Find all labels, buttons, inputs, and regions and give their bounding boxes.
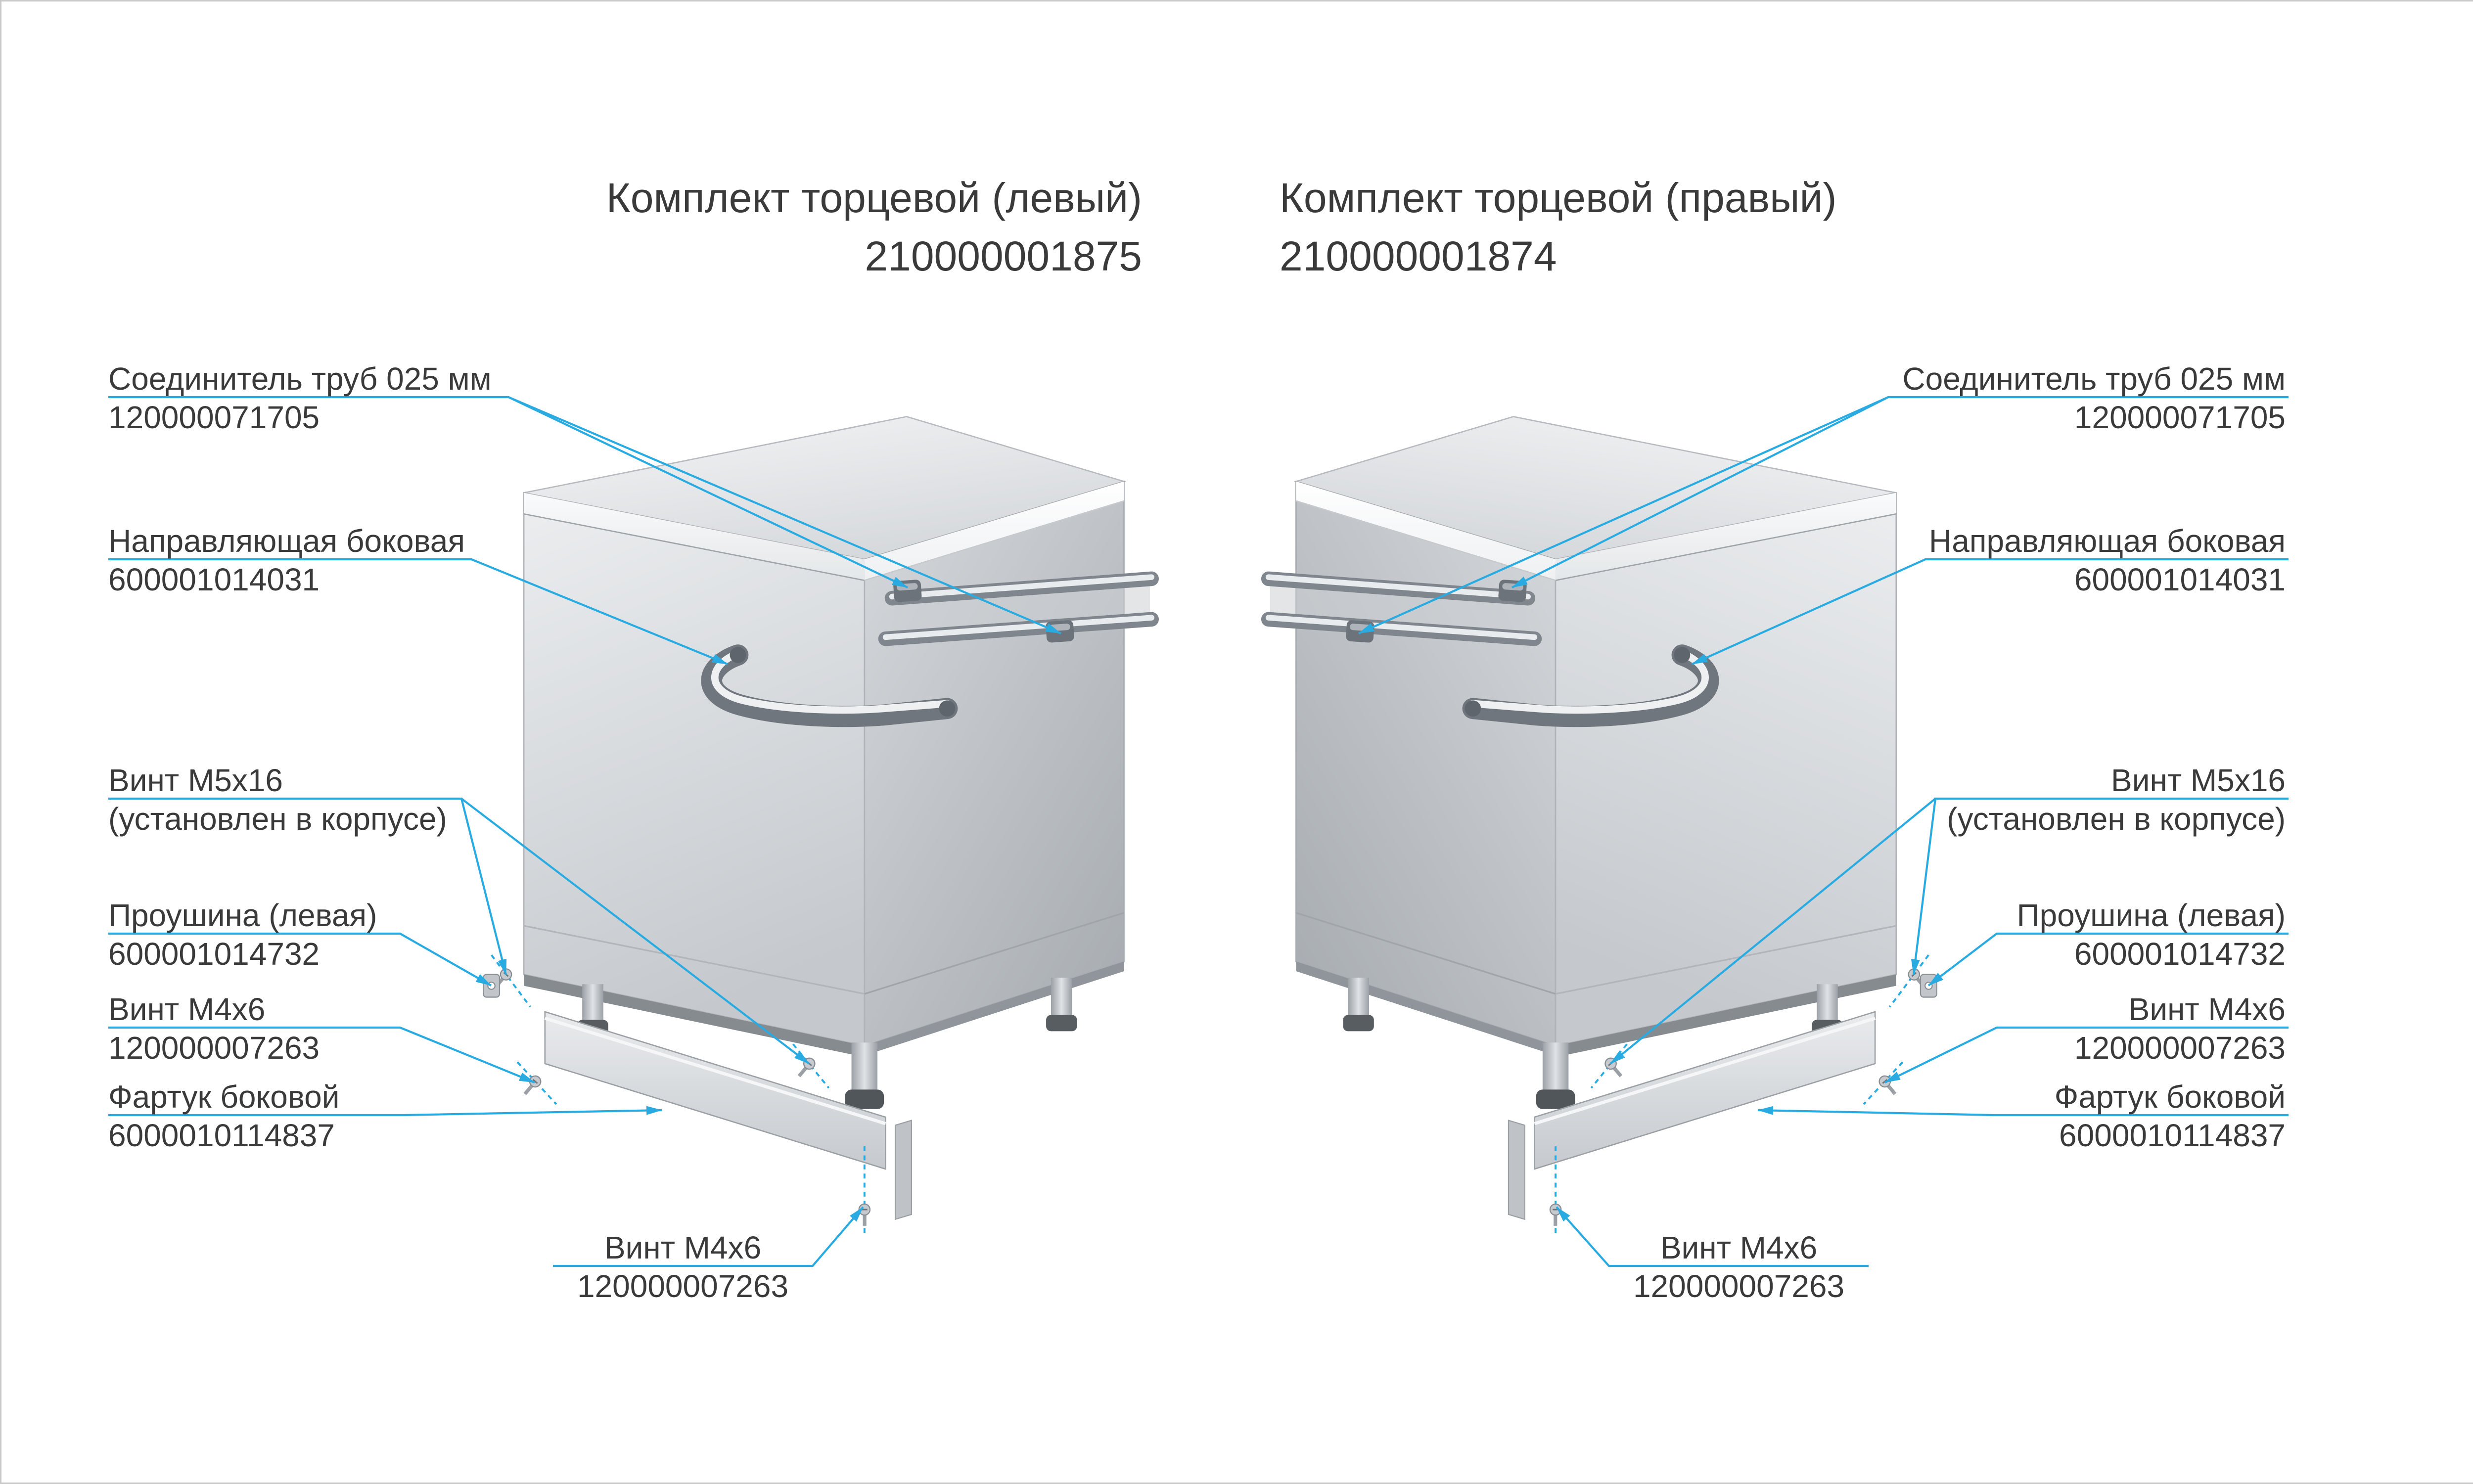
callout-part-number: 120000071705 [108, 400, 320, 435]
callout-screw-m5-left: Винт М5х16 (установлен в корпусе) [108, 763, 447, 836]
kit-title-block-right: Комплект торцевой (правый) 210000001874 [1280, 169, 1836, 285]
callout-part-number: 600001014732 [108, 936, 320, 972]
callout-part-number: 600001014732 [2074, 936, 2286, 972]
callout-part-number: 120000007263 [577, 1268, 789, 1304]
callout-label: Направляющая боковая [108, 523, 465, 559]
callout-leader-lines-right [1358, 396, 2289, 1267]
callout-side-apron-right: Фартук боковой 6000010114837 [2055, 1079, 2286, 1153]
callout-label: Винт М5х16 [108, 763, 283, 798]
callout-eyelet-right: Проушина (левая) 600001014732 [2017, 898, 2286, 971]
callout-screw-m4-left: Винт М4х6 120000007263 [108, 992, 320, 1065]
kit-title-left: Комплект торцевой (левый) [606, 175, 1142, 221]
kit-title-block-left: Комплект торцевой (левый) 210000001875 [606, 169, 1142, 285]
callout-part-number: 120000007263 [1633, 1268, 1845, 1304]
callout-label: Направляющая боковая [1929, 523, 2286, 559]
callout-part-number: 600001014031 [2074, 562, 2286, 597]
callout-note: (установлен в корпусе) [1947, 801, 2286, 837]
callout-note: (установлен в корпусе) [108, 801, 447, 837]
callout-pipe-connector-left: Соединитель труб 025 мм 120000071705 [108, 361, 492, 435]
callout-part-number: 6000010114837 [108, 1118, 335, 1153]
callout-label: Винт М4х6 [1660, 1230, 1818, 1265]
callout-part-number: 6000010114837 [2059, 1118, 2286, 1153]
callout-leader-lines-left [108, 396, 1061, 1267]
callout-screw-m4-bottom-right: Винт М4х6 120000007263 [1609, 1230, 1869, 1304]
callout-part-number: 600001014031 [108, 562, 320, 597]
callout-label: Фартук боковой [108, 1079, 340, 1115]
kit-number-right: 210000001874 [1280, 233, 1557, 279]
callout-screw-m4-bottom-left: Винт М4х6 120000007263 [553, 1230, 813, 1304]
callout-label: Винт М4х6 [604, 1230, 762, 1265]
kit-title-right: Комплект торцевой (правый) [1280, 175, 1837, 221]
callout-eyelet-left: Проушина (левая) 600001014732 [108, 898, 377, 971]
callout-screw-m5-right: Винт М5х16 (установлен в корпусе) [1947, 763, 2286, 836]
callout-label: Винт М4х6 [2128, 991, 2286, 1027]
callout-part-number: 120000071705 [2074, 400, 2286, 435]
callout-part-number: 120000007263 [2074, 1030, 2286, 1066]
callout-label: Винт М4х6 [108, 991, 266, 1027]
kit-number-left: 210000001875 [865, 233, 1142, 279]
callout-label: Винт М5х16 [2111, 763, 2286, 798]
callout-side-apron-left: Фартук боковой 6000010114837 [108, 1079, 339, 1153]
callout-label: Проушина (левая) [108, 898, 377, 933]
callout-label: Соединитель труб 025 мм [1902, 361, 2286, 397]
callout-part-number: 120000007263 [108, 1030, 320, 1066]
callout-side-guide-right: Направляющая боковая 600001014031 [1929, 524, 2286, 597]
callout-side-guide-left: Направляющая боковая 600001014031 [108, 524, 465, 597]
callout-label: Фартук боковой [2054, 1079, 2286, 1115]
callout-screw-m4-right: Винт М4х6 120000007263 [2074, 992, 2286, 1065]
callout-label: Соединитель труб 025 мм [108, 361, 492, 397]
callout-label: Проушина (левая) [2016, 898, 2286, 933]
callout-pipe-connector-right: Соединитель труб 025 мм 120000071705 [1902, 361, 2286, 435]
